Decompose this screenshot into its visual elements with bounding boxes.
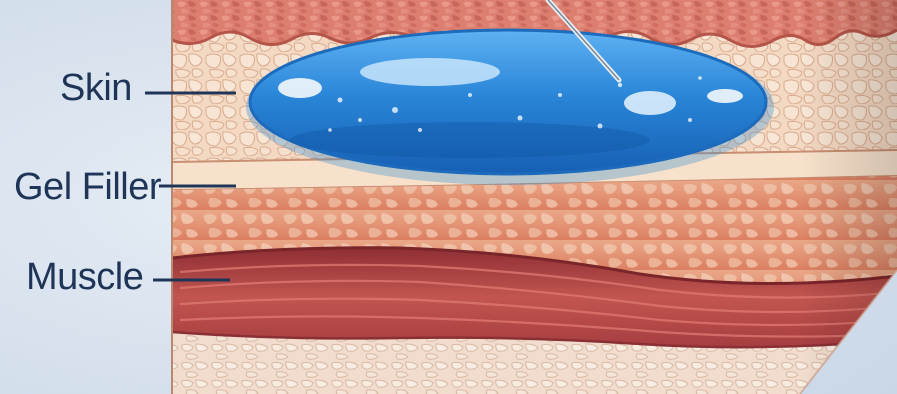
- muscle-label: Muscle: [26, 256, 143, 299]
- gel-filler-bolus: [246, 29, 774, 185]
- skin-label: Skin: [60, 67, 132, 110]
- gel-filler-label: Gel Filler: [14, 166, 161, 209]
